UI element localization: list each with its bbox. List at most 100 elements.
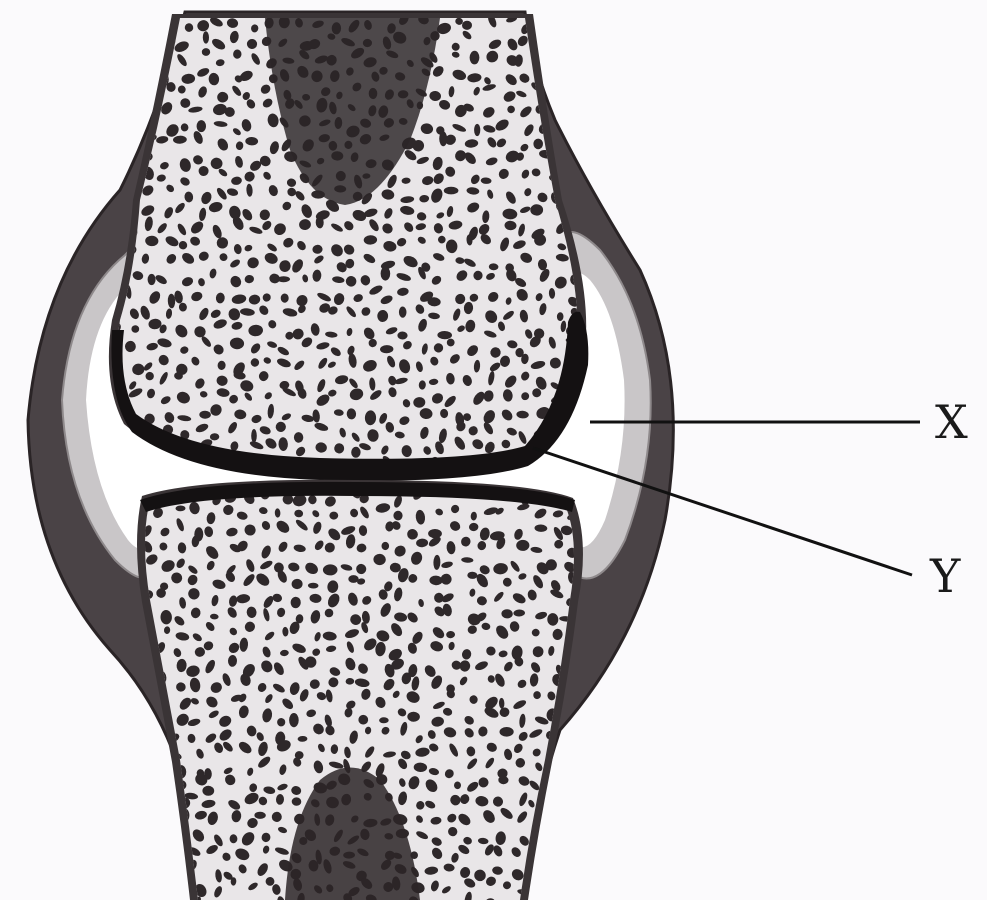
trabecula-space: [113, 86, 129, 102]
trabecula-space: [197, 120, 206, 132]
trabecula-space: [153, 856, 171, 873]
trabecula-space: [289, 713, 299, 727]
trabecula-space: [143, 85, 155, 97]
trabecula-space: [109, 168, 120, 179]
trabecula-space: [546, 559, 557, 570]
trabecula-space: [174, 850, 185, 864]
trabecula-space: [136, 797, 152, 813]
trabecula-space: [550, 764, 565, 779]
trabecula-space: [539, 18, 553, 31]
trabecula-space: [139, 809, 154, 824]
trabecula-space: [572, 864, 582, 873]
trabecula-space: [591, 121, 603, 135]
trabecula-space: [562, 762, 575, 776]
trabecula-space: [562, 745, 570, 755]
trabecula-space: [146, 18, 158, 33]
trabecula-space: [549, 779, 561, 786]
trabecula-space: [566, 104, 576, 114]
trabecula-space: [112, 130, 127, 144]
trabecula-space: [582, 72, 594, 81]
trabecula-space: [134, 746, 146, 757]
trabecula-space: [136, 843, 146, 851]
trabecula-space: [114, 117, 127, 133]
trabecula-space: [553, 860, 565, 875]
trabecula-space: [128, 15, 140, 29]
trabecula-space: [539, 833, 547, 841]
trabecula-space: [588, 84, 598, 97]
trabecula-space: [573, 20, 582, 28]
trabecula-space: [549, 843, 560, 856]
trabecula-space: [565, 780, 574, 788]
label-x: X: [935, 395, 968, 449]
trabecula-space: [161, 845, 170, 854]
trabecula-space: [562, 827, 575, 843]
trabecula-space: [566, 29, 581, 43]
trabecula-space: [145, 713, 155, 722]
trabecula-space: [567, 727, 581, 741]
trabecula-space: [571, 73, 583, 88]
label-y: Y: [929, 549, 961, 603]
trabecula-space: [112, 45, 127, 62]
trabecula-space: [148, 274, 156, 285]
trabecula-space: [555, 104, 562, 115]
trabecula-space: [131, 86, 144, 99]
trabecula-space: [110, 159, 120, 170]
trabecula-space: [143, 39, 154, 53]
trabecula-space: [154, 795, 168, 807]
trabecula-space: [580, 21, 595, 32]
trabecula-space: [533, 139, 543, 150]
trabecula-space: [161, 766, 170, 775]
trabecula-space: [124, 116, 131, 125]
trabecula-space: [141, 858, 153, 872]
trabecula-space: [558, 34, 570, 46]
trabecula-space: [149, 48, 161, 63]
trabecula-space: [560, 850, 574, 859]
trabecula-space: [570, 813, 582, 825]
trabecula-space: [381, 267, 391, 281]
trabecula-space: [135, 874, 149, 888]
trabecula-space: [551, 88, 562, 100]
trabecula-space: [115, 109, 126, 117]
trabecula-space: [147, 781, 155, 792]
trabecula-space: [545, 791, 556, 805]
trabecula-space: [140, 895, 152, 900]
trabecula-space: [584, 104, 600, 121]
trabecula-space: [562, 46, 577, 58]
trabecula-space: [548, 19, 561, 31]
trabecula-space: [163, 811, 173, 823]
trabecula-space: [563, 795, 580, 811]
trabecula-space: [129, 52, 142, 65]
trabecula-space: [130, 107, 142, 120]
trabecula-space: [119, 63, 135, 79]
trabecula-space: [134, 729, 146, 743]
trabecula-space: [444, 187, 459, 195]
trabecula-space: [568, 884, 581, 895]
trabecula-space: [382, 542, 390, 550]
trabecula-space: [589, 168, 600, 179]
trabecula-space: [120, 133, 134, 147]
trabecula-space: [588, 39, 603, 53]
trabecula-space: [551, 71, 565, 82]
trabecula-space: [156, 832, 163, 843]
trabecula-space: [160, 783, 172, 792]
trabecula-space: [567, 114, 579, 129]
trabecula-space: [251, 429, 257, 443]
trabecula-space: [172, 861, 185, 873]
trabecula-space: [550, 50, 562, 62]
trabecula-space: [141, 758, 156, 773]
trabecula-space: [550, 816, 563, 830]
trabecula-space: [548, 829, 562, 843]
trabecula-space: [554, 882, 566, 894]
trabecula-space: [113, 38, 127, 55]
trabecula-space: [104, 75, 115, 86]
trabecula-space: [588, 139, 599, 148]
trabecula-space: [141, 830, 153, 842]
trabecula-space: [571, 87, 585, 102]
trabecula-space: [474, 124, 480, 136]
trabecula-space: [122, 36, 138, 51]
trabecula-space: [542, 893, 555, 900]
trabecula-space: [329, 512, 338, 520]
trabecula-space: [104, 23, 115, 35]
trabecula-space: [157, 880, 173, 896]
